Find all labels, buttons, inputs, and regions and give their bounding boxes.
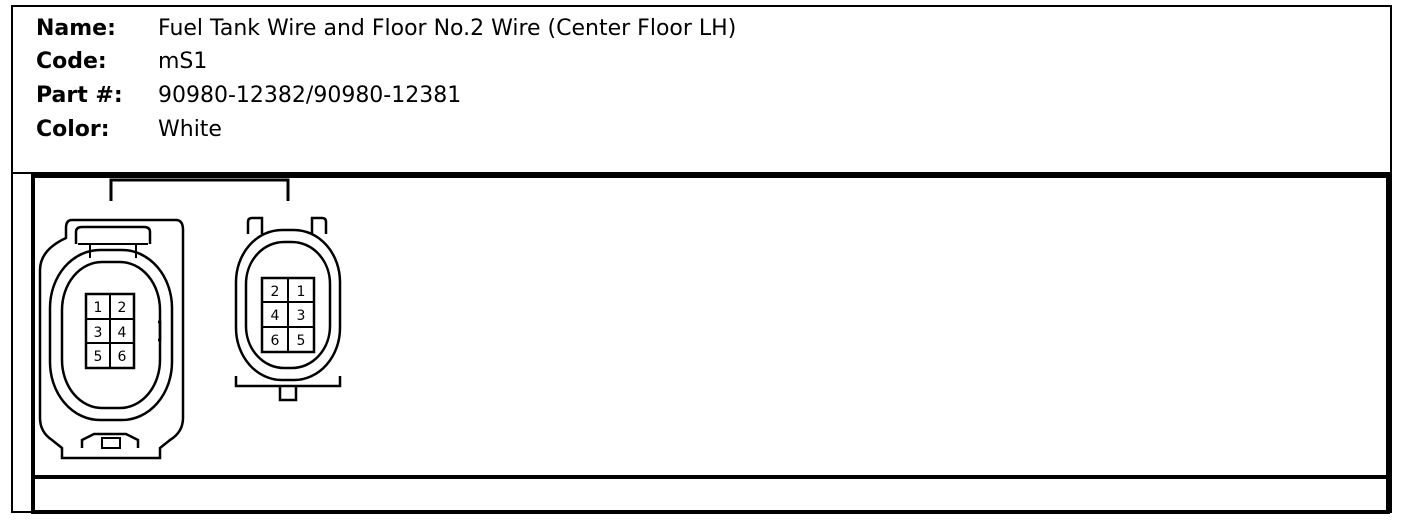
right-pin-3: 3 bbox=[297, 308, 306, 324]
left-pin-1: 1 bbox=[94, 300, 103, 316]
left-connector: 1 2 3 4 5 6 bbox=[38, 218, 185, 460]
part-value: 90980-12382/90980-12381 bbox=[158, 83, 462, 108]
left-housing-outer bbox=[38, 218, 185, 460]
name-label: Name: bbox=[36, 16, 116, 41]
left-pin-4: 4 bbox=[118, 325, 127, 341]
mating-bracket bbox=[109, 178, 290, 201]
left-bottom-latch bbox=[80, 432, 140, 448]
left-pin-5: 5 bbox=[94, 349, 103, 365]
left-pin-3: 3 bbox=[94, 325, 103, 341]
left-side-latch bbox=[158, 320, 162, 342]
code-value: mS1 bbox=[158, 49, 208, 74]
left-pin-6: 6 bbox=[118, 349, 127, 365]
color-value: White bbox=[158, 117, 222, 142]
right-pin-4: 4 bbox=[271, 308, 280, 324]
right-pin-2: 2 bbox=[271, 284, 280, 300]
right-pin-5: 5 bbox=[297, 333, 306, 349]
right-pin-1: 1 bbox=[297, 284, 306, 300]
right-connector: 2 1 4 3 6 5 bbox=[234, 216, 342, 402]
right-oval-outer bbox=[234, 228, 342, 382]
code-label: Code: bbox=[36, 49, 107, 74]
diagram-frame bbox=[31, 174, 1390, 514]
part-label: Part #: bbox=[36, 83, 123, 108]
left-oval-outer bbox=[48, 248, 174, 422]
right-bottom-tab bbox=[278, 386, 298, 402]
left-pin-2: 2 bbox=[118, 300, 127, 316]
left-top-tab bbox=[74, 225, 152, 244]
right-pin-6: 6 bbox=[271, 333, 280, 349]
right-base-flange bbox=[234, 376, 342, 388]
right-oval-inner bbox=[244, 240, 332, 370]
name-value: Fuel Tank Wire and Floor No.2 Wire (Cent… bbox=[158, 16, 737, 41]
color-label: Color: bbox=[36, 117, 110, 142]
